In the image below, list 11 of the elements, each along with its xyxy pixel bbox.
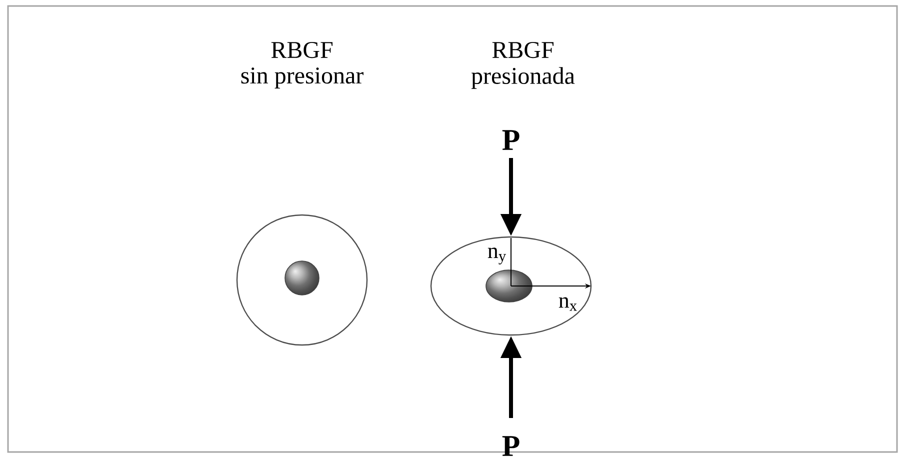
fiber-cross-section <box>430 236 592 336</box>
fiber-core <box>284 260 320 296</box>
heading: sin presionar <box>241 68 364 88</box>
force-label: P <box>502 130 520 150</box>
fiber-core <box>486 270 532 302</box>
radius-label: n$_{x}$ <box>558 297 577 311</box>
heading: presionada <box>471 67 575 89</box>
heading: RBGF <box>271 42 332 58</box>
heading: RBGF <box>492 42 554 58</box>
fiber-cross-section <box>236 214 368 346</box>
force-label: P <box>502 436 520 456</box>
